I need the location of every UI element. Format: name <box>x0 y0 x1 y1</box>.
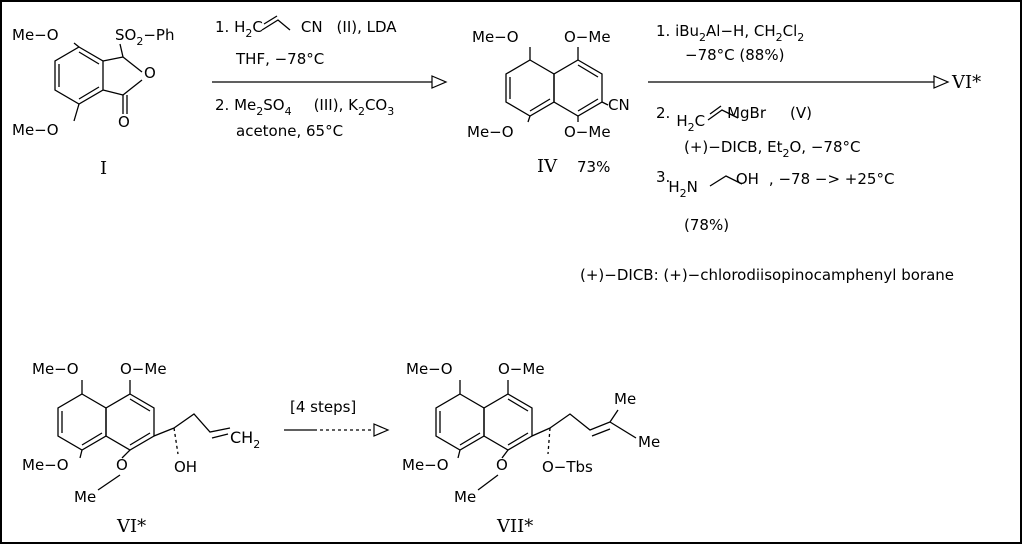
compound-IV-ome-bl: Me−O <box>467 123 514 141</box>
step2-line6: (78%) <box>684 216 729 234</box>
compound-IV-right-ring <box>553 59 603 117</box>
compound-I-ring-o: O <box>144 64 156 82</box>
compound-VI-ome-tl: Me−O <box>32 360 79 378</box>
footnote: (+)−DICB: (+)−chlorodiisopinocamphenyl b… <box>580 266 954 284</box>
compound-I-label: I <box>100 158 107 179</box>
compound-I-ome-bottom: Me−O <box>12 121 59 139</box>
compound-VI-me: Me <box>74 488 96 506</box>
compound-IV-label: IV <box>537 156 558 177</box>
compound-I: Me−O Me−O SO2−Ph O O I <box>12 26 174 179</box>
product-VI-label: VI* <box>951 72 981 93</box>
step2-allyl-bonds <box>707 109 739 121</box>
compound-VI-left-ring <box>57 393 107 451</box>
step2-line4: (+)−DICB, Et2O, −78°C <box>684 138 860 160</box>
compound-IV-ome-br: O−Me <box>564 123 611 141</box>
compound-VII-right-ring <box>483 393 533 451</box>
step2-line1: 1. iBu2Al−H, CH2Cl2 <box>656 22 804 44</box>
compound-I-benzene-ring <box>54 46 104 105</box>
compound-VI: Me−O O−Me Me−O O Me OH CH2 VI* <box>22 360 260 537</box>
compound-IV-ome-tr: O−Me <box>564 28 611 46</box>
compound-VI-label: VI* <box>116 516 146 537</box>
compound-VI-oh: OH <box>174 458 197 476</box>
step2: 1. iBu2Al−H, CH2Cl2 −78°C (88%) VI* 2.H2… <box>648 22 981 234</box>
compound-I-so2ph: SO2−Ph <box>115 26 174 48</box>
compound-VI-right-ring <box>105 393 155 451</box>
step1-line2: THF, −78°C <box>235 50 324 68</box>
compound-VII-o: O <box>496 456 508 474</box>
compound-IV-yield: 73% <box>577 158 610 176</box>
compound-IV-left-ring <box>505 59 555 117</box>
step2-line2: −78°C (88%) <box>685 46 784 64</box>
compound-IV-cn: CN <box>608 96 630 114</box>
step1-line4: acetone, 65°C <box>236 122 343 140</box>
compound-VII-otbs: O−Tbs <box>542 458 593 476</box>
compound-VII: Me−O O−Me Me−O O Me O−Tbs Me Me VII* <box>402 360 660 537</box>
step3: [4 steps] <box>284 398 390 437</box>
step3-label: [4 steps] <box>290 398 356 416</box>
compound-VI-ome-bl: Me−O <box>22 456 69 474</box>
compound-IV: Me−O O−Me Me−O O−Me CN IV 73% <box>467 28 630 177</box>
compound-VII-ome-bl: Me−O <box>402 456 449 474</box>
compound-VI-o: O <box>116 456 128 474</box>
compound-VII-me-right: Me <box>638 433 660 451</box>
compound-VII-ome-tr: O−Me <box>498 360 545 378</box>
compound-VII-me-top: Me <box>614 390 636 408</box>
compound-VII-left-ring <box>435 393 485 451</box>
compound-I-carbonyl-o: O <box>118 113 130 131</box>
compound-VII-ome-tl: Me−O <box>406 360 453 378</box>
compound-VI-ch2: CH2 <box>230 428 260 451</box>
compound-VII-label: VII* <box>496 516 533 537</box>
compound-VII-me: Me <box>454 488 476 506</box>
step1-acrylonitrile-bonds <box>261 19 291 31</box>
step1-line3: 2. Me2SO4(III), K2CO3 <box>215 96 394 118</box>
compound-IV-ome-tl: Me−O <box>472 28 519 46</box>
compound-VI-ome-tr: O−Me <box>120 360 167 378</box>
step2-aminoethanol-bonds <box>709 175 743 187</box>
compound-I-ome-top: Me−O <box>12 26 59 44</box>
